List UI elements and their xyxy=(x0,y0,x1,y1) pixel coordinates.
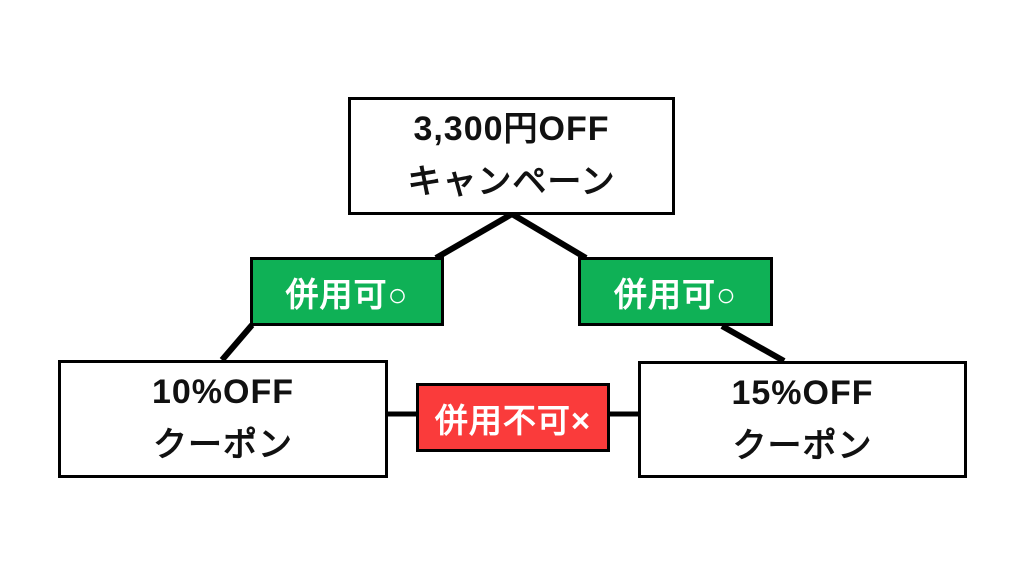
coupon-15-off-node: 15%OFF クーポン xyxy=(638,361,967,478)
not-combinable-label: 併用不可× xyxy=(434,401,592,439)
combinable-right-label: 併用可○ xyxy=(614,275,737,313)
connector-left-label-to-coupon xyxy=(219,323,255,362)
coupon-15-off-line2: クーポン xyxy=(732,426,873,465)
combinable-left-badge: 併用可○ xyxy=(250,257,444,326)
connector-campaign-to-right-label xyxy=(510,211,588,261)
coupon-15-off-line1: 15%OFF xyxy=(731,373,874,412)
campaign-title-line1: 3,300円OFF xyxy=(413,110,610,149)
combinable-left-label: 併用可○ xyxy=(285,275,409,313)
campaign-title-line2: キャンペーン xyxy=(407,163,616,201)
campaign-node: 3,300円OFF キャンペーン xyxy=(348,97,675,215)
coupon-10-off-line1: 10%OFF xyxy=(151,373,295,412)
not-combinable-badge: 併用不可× xyxy=(416,383,610,452)
connector-right-label-to-coupon xyxy=(720,323,786,364)
connector-campaign-to-left-label xyxy=(434,211,514,261)
combinable-right-badge: 併用可○ xyxy=(578,257,773,326)
coupon-10-off-line2: クーポン xyxy=(153,426,293,464)
coupon-10-off-node: 10%OFF クーポン xyxy=(58,360,388,478)
